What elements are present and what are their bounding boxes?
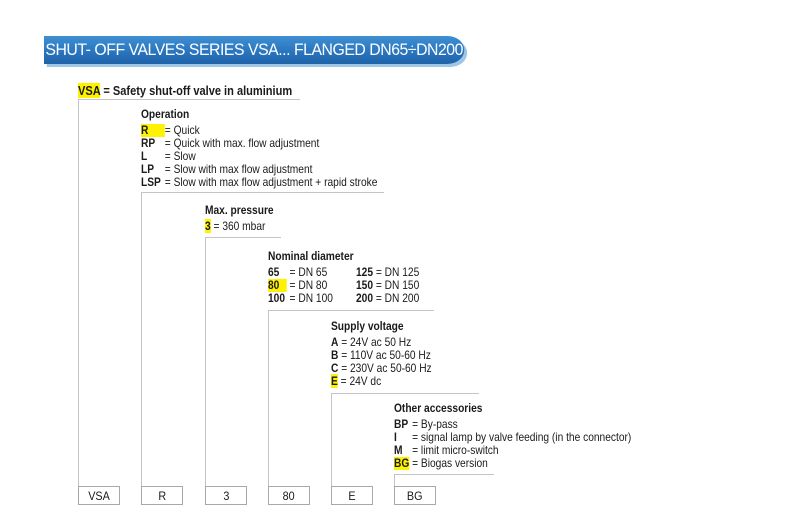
list-item: 200 = DN 200 <box>356 291 420 305</box>
list-item: LP= Slow with max flow adjustment <box>141 162 313 176</box>
pressure-heading: Max. pressure <box>205 203 274 217</box>
connector-voltage <box>331 393 332 486</box>
list-item: R= Quick <box>141 123 200 137</box>
accessories-heading: Other accessories <box>394 401 483 415</box>
connector-diameter <box>268 310 269 486</box>
list-item: C = 230V ac 50-60 Hz <box>331 361 432 375</box>
connector-pressure-top <box>205 237 281 238</box>
list-item: 100 = DN 100 <box>268 291 333 305</box>
code-box-pressure: 3 <box>205 486 247 505</box>
main-code: VSA <box>78 83 101 98</box>
list-item: L= Slow <box>141 149 196 163</box>
connector-pressure <box>205 237 206 486</box>
title-banner: SHUT- OFF VALVES SERIES VSA... FLANGED D… <box>44 36 465 64</box>
connector-diameter-top <box>268 310 434 311</box>
list-item: 3 = 360 mbar <box>205 219 266 233</box>
connector-accessories-top <box>394 474 494 475</box>
list-item: A = 24V ac 50 Hz <box>331 335 412 349</box>
list-item: 65 = DN 65 <box>268 265 328 279</box>
diameter-heading: Nominal diameter <box>268 249 354 263</box>
connector-voltage-top <box>331 393 479 394</box>
list-item: BP = By-pass <box>394 417 458 431</box>
list-item: I = signal lamp by valve feeding (in the… <box>394 430 632 444</box>
list-item: RP= Quick with max. flow adjustment <box>141 136 320 150</box>
connector-operation <box>141 192 142 486</box>
voltage-heading: Supply voltage <box>331 319 404 333</box>
list-item: B = 110V ac 50-60 Hz <box>331 348 431 362</box>
main-desc: Safety shut-off valve in aluminium <box>112 83 293 98</box>
connector-vsa <box>78 99 79 486</box>
connector-operation-top <box>141 192 384 193</box>
list-item: E = 24V dc <box>331 374 382 388</box>
code-box-operation: R <box>141 486 183 505</box>
list-item: M = limit micro-switch <box>394 443 499 457</box>
list-item: BG = Biogas version <box>394 456 488 470</box>
connector-accessories <box>394 474 395 486</box>
connector-vsa-top <box>78 99 300 100</box>
operation-heading: Operation <box>141 107 190 121</box>
main-title: VSA = Safety shut-off valve in aluminium <box>78 83 293 98</box>
list-item: 125 = DN 125 <box>356 265 420 279</box>
list-item: LSP= Slow with max flow adjustment + rap… <box>141 175 378 189</box>
banner-title: SHUT- OFF VALVES SERIES VSA... FLANGED D… <box>45 40 463 59</box>
list-item: 150 = DN 150 <box>356 278 420 292</box>
code-box-voltage: E <box>331 486 373 505</box>
list-item: 80 = DN 80 <box>268 278 328 292</box>
code-box-diameter: 80 <box>268 486 310 505</box>
code-box-accessories: BG <box>394 486 436 505</box>
code-box-vsa: VSA <box>78 486 120 505</box>
